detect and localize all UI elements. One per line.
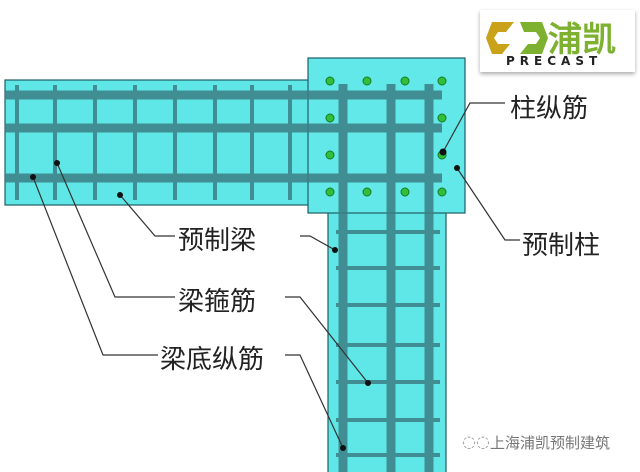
logo-mark-icon — [486, 22, 548, 54]
column-bar-section — [325, 150, 335, 160]
label-precast-beam: 预制梁 — [178, 226, 257, 256]
logo-name-en: PRECAST — [506, 54, 603, 68]
column-bar-section — [400, 187, 410, 197]
watermark-text: 上海浦凯预制建筑 — [490, 434, 611, 452]
column-bar-section — [362, 76, 372, 86]
column-bar-section — [400, 76, 410, 86]
label-beam-bottom-bar: 梁底纵筋 — [160, 345, 265, 375]
column-bar-section — [437, 113, 447, 123]
leader-dots — [30, 148, 460, 451]
column-bar-section — [362, 187, 372, 197]
label-precast-column: 预制柱 — [522, 231, 601, 261]
column-bar-section — [325, 76, 335, 86]
leader-lines — [32, 102, 520, 449]
column-bar-section — [437, 76, 447, 86]
logo-name-cn: 浦凯 — [548, 20, 616, 60]
column-bar-section — [437, 187, 447, 197]
label-column-long-bar: 柱纵筋 — [510, 94, 589, 124]
wechat-icon: ◌◌ — [462, 432, 490, 451]
column-bar-section — [325, 187, 335, 197]
column-bar-section — [325, 113, 335, 123]
label-beam-stirrup: 梁箍筋 — [178, 287, 257, 317]
precast-logo: 浦凯 PRECAST — [480, 10, 635, 72]
